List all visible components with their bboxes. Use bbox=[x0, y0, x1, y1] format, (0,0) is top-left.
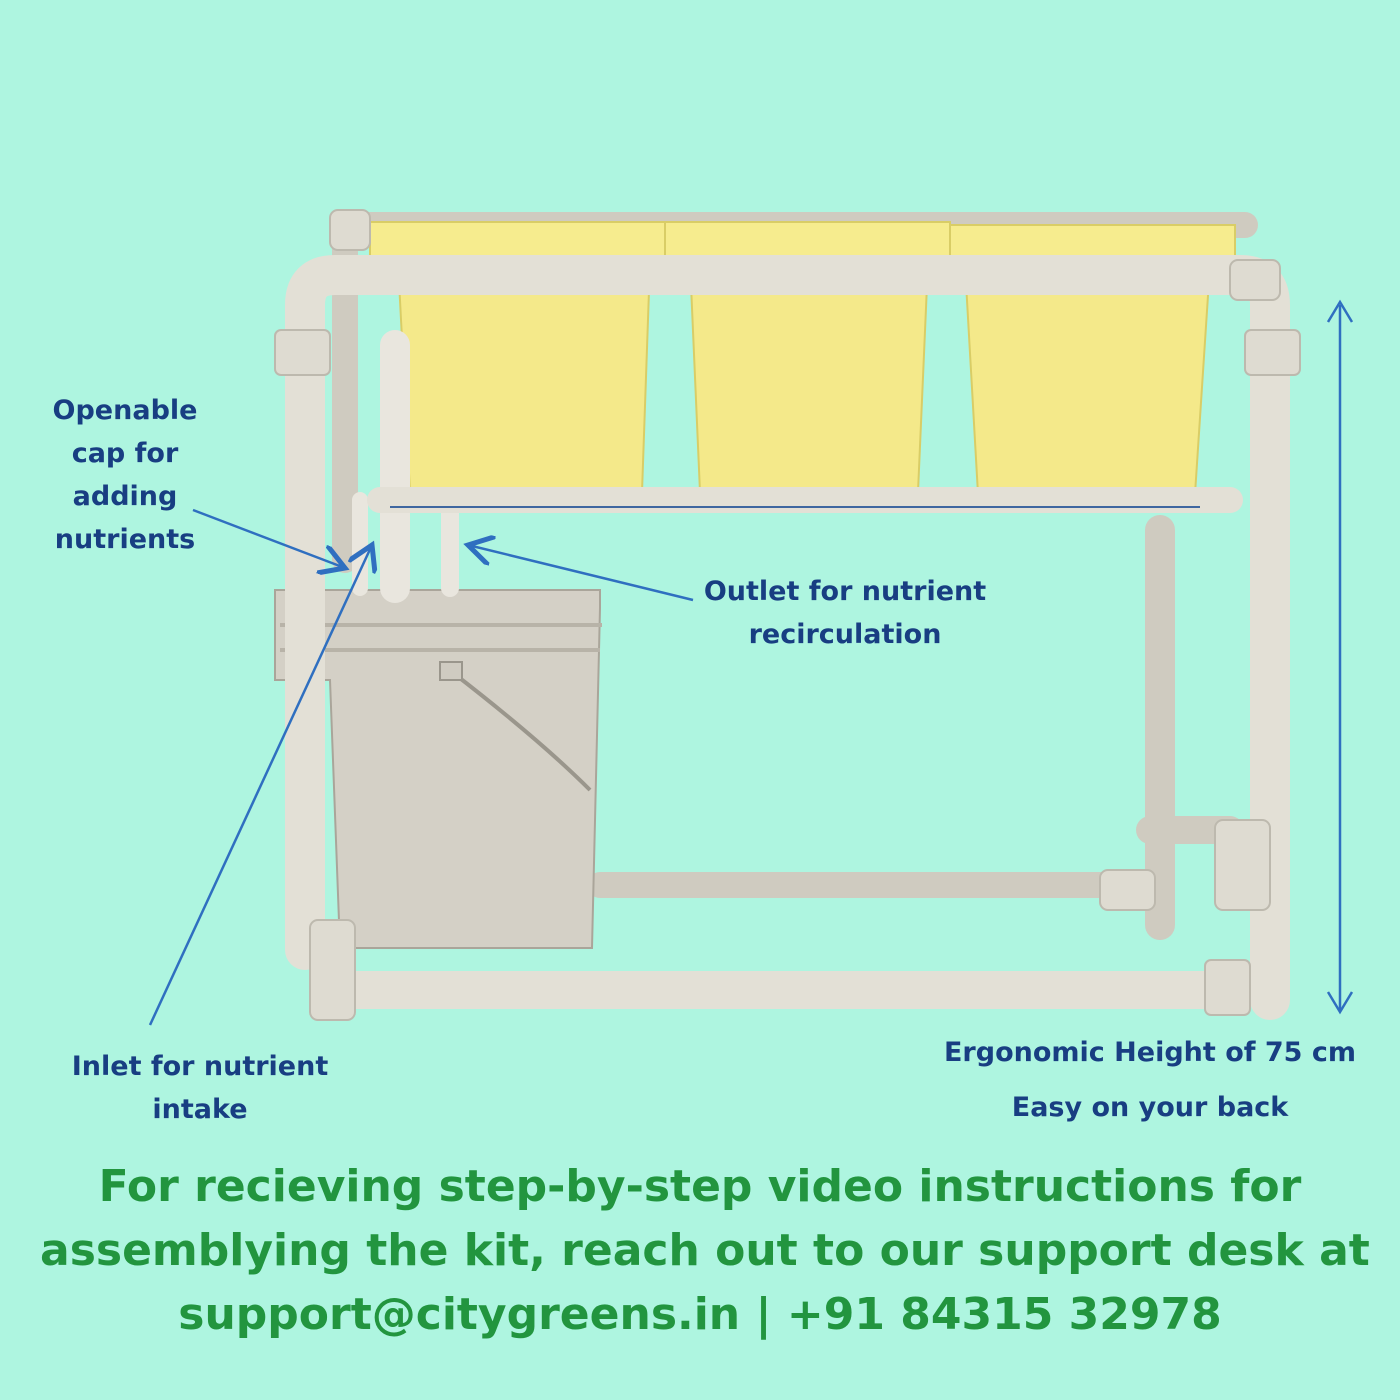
openable-cap-label: Openable cap for adding nutrients bbox=[40, 389, 210, 561]
outlet-label-line: Outlet for nutrient bbox=[703, 576, 987, 607]
cap-label-line: Openable bbox=[52, 395, 198, 426]
cap-label-line: cap for bbox=[71, 438, 179, 469]
annotation-arrows bbox=[148, 299, 1354, 1026]
footer-contact-line: support@citygreens.in | +91 84315 32978 bbox=[178, 1289, 1222, 1340]
support-footer: For recieving step-by-step video instruc… bbox=[40, 1155, 1370, 1347]
pvc-fittings bbox=[274, 209, 1301, 1021]
cap-label-line: adding bbox=[72, 481, 178, 512]
footer-line: For recieving step-by-step video instruc… bbox=[98, 1161, 1302, 1212]
height-arrow-bottom bbox=[1326, 991, 1354, 1015]
inlet-label: Inlet for nutrient intake bbox=[60, 1045, 340, 1131]
height-label: Ergonomic Height of 75 cm bbox=[943, 1037, 1357, 1068]
outlet-label: Outlet for nutrient recirculation bbox=[700, 570, 990, 656]
footer-line: assemblying the kit, reach out to our su… bbox=[40, 1225, 1370, 1276]
cap-arrow bbox=[192, 508, 345, 568]
cap-label-line: nutrients bbox=[54, 524, 196, 555]
outlet-arrow bbox=[468, 545, 694, 602]
outlet-label-line: recirculation bbox=[748, 619, 942, 650]
easy-on-back-label: Easy on your back bbox=[1011, 1092, 1289, 1123]
inlet-arrow bbox=[148, 545, 372, 1026]
inlet-label-line: intake bbox=[152, 1094, 248, 1125]
inlet-label-line: Inlet for nutrient bbox=[71, 1051, 329, 1082]
height-arrow-top bbox=[1326, 299, 1354, 323]
